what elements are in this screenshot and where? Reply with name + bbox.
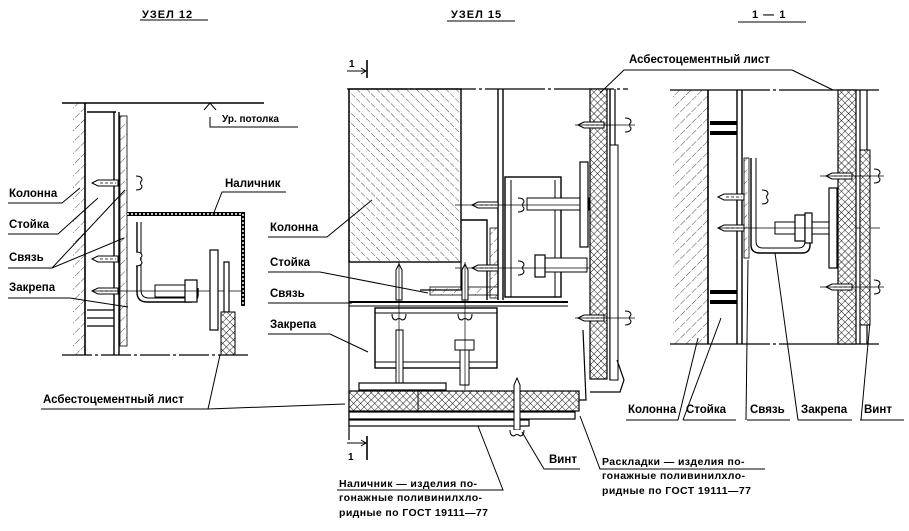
label-clamp-15: Закрепа [270,319,317,331]
title-node-12: УЗЕЛ 12 [140,9,208,21]
label-column-15: Колонна [270,222,319,234]
label-stand-s11: Стойка [686,404,727,416]
node-12-labels: Колонна Стойка Связь Закрепа Наличник Ас… [8,178,346,410]
node-15-title: УЗЕЛ 15 [451,9,502,21]
ceiling-level-label: Ур. потолка [222,114,279,125]
label-trim: Наличник [225,178,281,190]
label-link: Связь [9,252,44,264]
label-stand: Стойка [9,219,50,231]
section-title: 1 — 1 [752,9,786,21]
section-mark-bottom: 1 [348,452,354,463]
node-15-drawing: 1 [347,59,635,463]
section-1-1-drawing [670,89,884,345]
batten-note-line-1: Раскладки — изделия по- [602,456,745,468]
label-clamp: Закрепа [9,282,56,294]
label-asbestos-sheet-15: Асбестоцементный лист [629,54,770,66]
title-node-15: УЗЕЛ 15 [447,9,515,22]
batten-note-line-2: гонажные поливинилхло- [602,470,746,482]
trim-note-line-3: ридные по ГОСТ 19111—77 [339,507,488,519]
trim-note-line-2: гонажные поливинилхло- [339,492,483,504]
title-section-1-1: 1 — 1 [738,9,806,23]
section-1-1-labels: Колонна Стойка Связь Закрепа Винт [626,252,904,421]
label-clamp-s11: Закрепа [801,404,848,416]
label-column: Колонна [9,188,58,200]
node-12-drawing: Ур. потолка [62,102,298,356]
node-12-title: УЗЕЛ 12 [142,9,193,21]
label-screw-s11: Винт [864,404,892,416]
label-screw-15: Винт [549,454,577,466]
label-link-s11: Связь [750,404,785,416]
label-stand-15: Стойка [270,257,311,269]
label-asbestos-sheet: Асбестоцементный лист [43,394,184,406]
node-15-labels: Асбестоцементный лист Колонна Стойка Свя… [268,54,834,519]
trim-note-line-1: Наличник — изделия по- [339,478,478,490]
label-column-s11: Колонна [628,404,677,416]
label-link-15: Связь [270,288,305,300]
section-mark-top: 1 [349,59,355,70]
batten-note-line-3: ридные по ГОСТ 19111—77 [602,485,751,497]
